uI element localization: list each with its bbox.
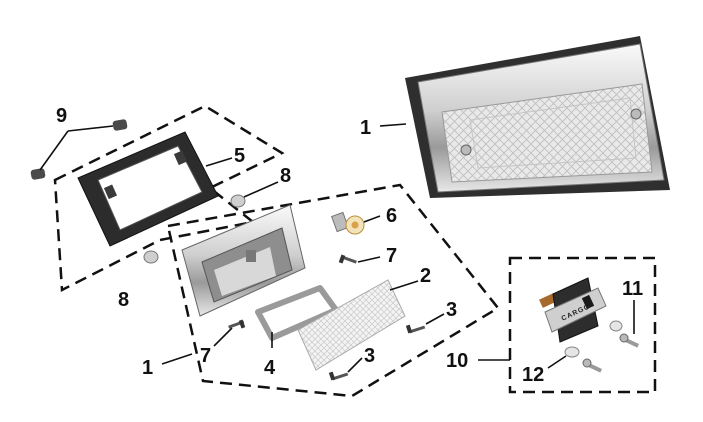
leader-1-top: [379, 123, 407, 127]
callout-9: 9: [56, 105, 67, 127]
leader-2: [389, 280, 419, 291]
gasket-frame: [77, 131, 219, 247]
callout-4: 4: [264, 357, 276, 379]
gasket-group-boundary: [53, 104, 285, 292]
chrome-housing: [181, 204, 306, 317]
screw-12: [582, 358, 603, 373]
screw-3-lower: [328, 371, 349, 381]
callout-8-upper: 8: [280, 165, 291, 187]
leader-9-lower: [39, 130, 69, 171]
screw-3-upper: [405, 324, 426, 334]
screw-9-upper: [112, 119, 128, 131]
callout-10: 10: [446, 350, 468, 372]
callout-1-top: 1: [360, 117, 371, 139]
callout-8-lower: 8: [118, 289, 129, 311]
callout-7-upper: 7: [386, 245, 397, 267]
lamp-screw-left: [460, 144, 472, 156]
callout-2: 2: [420, 265, 431, 287]
leader-12: [547, 355, 567, 369]
screw-7-lower: [228, 319, 246, 329]
callout-1-bottom: 1: [142, 357, 153, 379]
callout-3-upper: 3: [446, 299, 457, 321]
washer-11: [609, 320, 623, 332]
callout-7-lower: 7: [200, 345, 211, 367]
callout-3-lower: 3: [364, 345, 375, 367]
leader-6: [363, 215, 381, 223]
housing-group-boundary: [166, 183, 500, 398]
lamp-screw-right: [630, 108, 642, 120]
leader-5: [205, 157, 233, 167]
switch-group-boundary: [508, 256, 657, 394]
callout-11: 11: [622, 278, 643, 300]
leader-8-upper: [243, 181, 279, 198]
leader-7-lower: [213, 327, 233, 347]
callout-12: 12: [522, 364, 544, 386]
leader-3-upper: [425, 313, 445, 325]
cargo-switch: CARGO: [539, 277, 607, 343]
screw-11: [619, 333, 640, 348]
washer-12: [564, 346, 580, 358]
bulb: [330, 211, 365, 235]
leader-1-bottom: [161, 353, 193, 365]
assembled-lamp: [405, 36, 670, 198]
leader-3-lower: [347, 357, 363, 373]
leader-7-upper: [357, 256, 381, 263]
screw-7-upper: [338, 254, 357, 264]
callout-6: 6: [386, 205, 397, 227]
leader-9-upper: [67, 125, 114, 132]
small-lens: [297, 279, 406, 371]
grommet-8-lower: [143, 250, 159, 264]
grommet-8-upper: [230, 194, 246, 208]
screw-9-lower: [30, 168, 46, 180]
callout-5: 5: [234, 145, 245, 167]
lamp-lens: [441, 83, 653, 183]
